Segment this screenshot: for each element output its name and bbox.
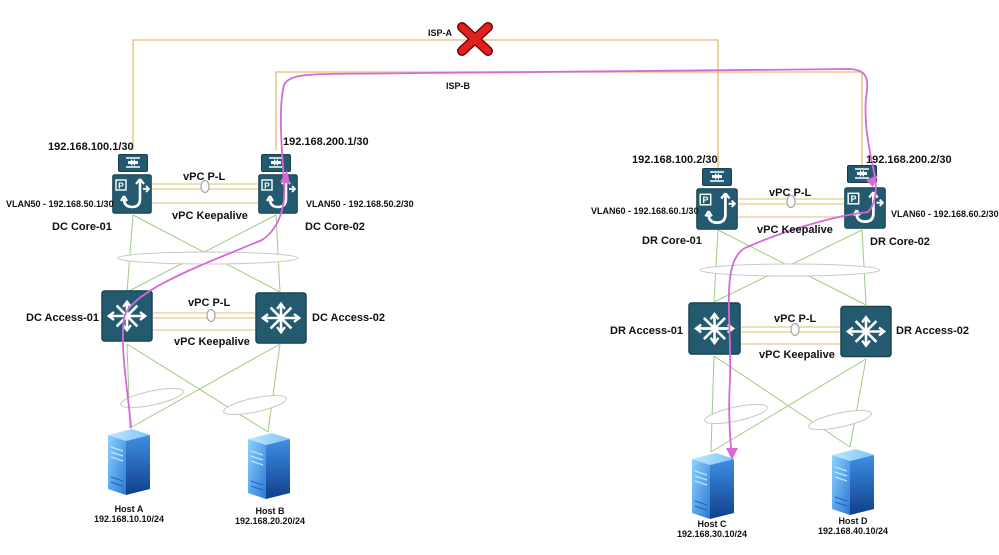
dr-core-01[interactable] (696, 168, 738, 230)
dc-access-02[interactable] (255, 291, 307, 345)
traffic-path (122, 68, 877, 457)
dc-core-01-label: DC Core-01 (52, 221, 112, 233)
layer3-switch-icon (258, 174, 298, 214)
isp-a-link (132, 39, 719, 168)
dr-core-02-wan-ip: 192.168.200.2/30 (866, 154, 952, 166)
router-icon (261, 154, 291, 172)
host-a-ip: 192.168.10.10/24 (94, 514, 164, 524)
switch-icon (101, 289, 153, 343)
dr-access-02-label: DR Access-02 (896, 325, 969, 337)
host-d[interactable] (831, 448, 875, 516)
dc-core-peer-link-label: vPC P-L (183, 171, 225, 183)
dr-core-02[interactable] (844, 165, 886, 230)
isp-a-failure-x-icon (457, 22, 493, 56)
dr-access-peer-link-label: vPC P-L (774, 313, 816, 325)
dc-access-vpc-links (153, 308, 255, 331)
dr-core-vpc-links (738, 194, 844, 218)
dr-access-01[interactable] (688, 301, 741, 356)
router-icon (702, 168, 732, 186)
dc-mesh-links (117, 214, 299, 433)
server-icon (691, 452, 735, 520)
switch-icon (255, 291, 307, 345)
dc-core-02-label: DC Core-02 (305, 221, 365, 233)
host-c-name: Host C (698, 519, 728, 529)
dr-core-02-label: DR Core-02 (870, 236, 930, 248)
host-a-name: Host A (115, 504, 144, 514)
dc-access-02-label: DC Access-02 (312, 312, 385, 324)
dr-core-01-label: DR Core-01 (642, 235, 702, 247)
host-b-ip: 192.168.20.20/24 (235, 516, 305, 526)
host-a[interactable] (107, 428, 151, 496)
isp-b-label: ISP-B (446, 81, 471, 91)
server-icon (107, 428, 151, 496)
dc-core-01-wan-ip: 192.168.100.1/30 (48, 141, 134, 153)
server-icon (247, 432, 291, 500)
switch-icon (840, 305, 892, 358)
traffic-arrow-core02-icon (280, 170, 290, 184)
dc-core-01-vlan: VLAN50 - 192.168.50.1/30 (6, 199, 114, 209)
dc-core-02-vlan: VLAN50 - 192.168.50.2/30 (306, 199, 414, 209)
dr-core-02-vlan: VLAN60 - 192.168.60.2/30 (891, 209, 999, 219)
router-icon (118, 154, 148, 172)
dc-access-keepalive-label: vPC Keepalive (174, 336, 250, 348)
host-d-name: Host D (839, 516, 869, 526)
isp-b-link (275, 71, 863, 165)
dr-access-vpc-links (741, 322, 840, 345)
dc-core-vpc-links (152, 179, 258, 204)
dc-core-02[interactable] (258, 154, 298, 214)
traffic-arrow-host-c-icon (726, 448, 738, 460)
dc-core-02-wan-ip: 192.168.200.1/30 (283, 136, 369, 148)
isp-a-label: ISP-A (428, 28, 453, 38)
host-c-ip: 192.168.30.10/24 (677, 529, 747, 539)
dr-mesh-links (699, 229, 881, 453)
dr-access-01-label: DR Access-01 (610, 325, 683, 337)
dc-access-01[interactable] (101, 289, 153, 343)
host-b[interactable] (247, 432, 291, 500)
dc-core-01[interactable] (112, 154, 152, 214)
dr-core-01-vlan: VLAN60 - 192.168.60.1/30 (591, 206, 699, 216)
layer3-switch-icon (696, 188, 738, 230)
switch-icon (688, 301, 741, 356)
dc-access-01-label: DC Access-01 (26, 312, 99, 324)
dr-access-02[interactable] (840, 305, 892, 358)
traffic-arrow-dr-core02-icon (866, 175, 878, 187)
layer3-switch-icon (844, 186, 886, 230)
server-icon (831, 448, 875, 516)
host-b-name: Host B (256, 506, 286, 516)
host-c[interactable] (691, 452, 735, 520)
host-d-ip: 192.168.40.10/24 (818, 526, 888, 536)
dr-core-01-wan-ip: 192.168.100.2/30 (632, 154, 718, 166)
dc-core-keepalive-label: vPC Keepalive (172, 210, 248, 222)
layer3-switch-icon (112, 174, 152, 214)
dc-access-peer-link-label: vPC P-L (188, 297, 230, 309)
dr-core-keepalive-label: vPC Keepalive (757, 224, 833, 236)
dr-access-keepalive-label: vPC Keepalive (759, 349, 835, 361)
wan-links: ISP-A ISP-B (132, 28, 863, 168)
dr-core-peer-link-label: vPC P-L (769, 187, 811, 199)
